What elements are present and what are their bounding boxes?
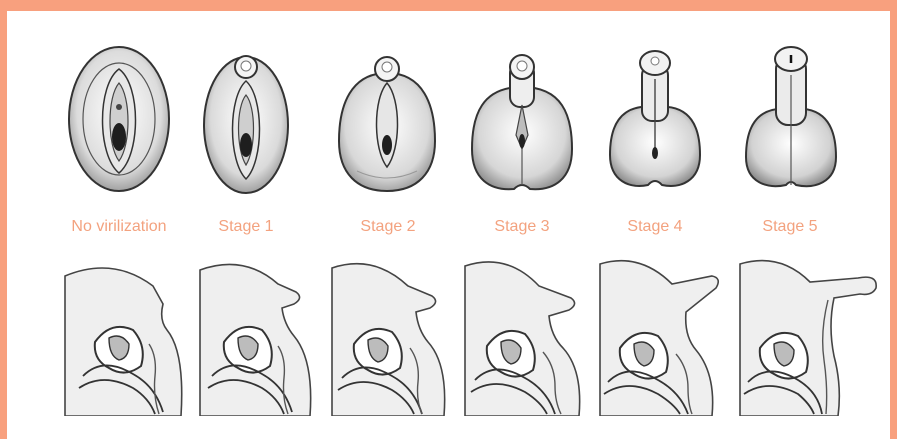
sagittal-view-stage-3	[463, 256, 587, 416]
sagittal-view-stage-1	[198, 256, 318, 416]
stage-label-3: Stage 3	[494, 218, 549, 236]
stage-label-1: Stage 1	[218, 218, 273, 236]
stage-label-4: Stage 4	[627, 218, 682, 236]
sagittal-view-stage-5	[738, 256, 882, 416]
stage-label-none: No virilization	[71, 218, 166, 236]
stage-label-2: Stage 2	[360, 218, 415, 236]
external-view-stage-1	[202, 45, 290, 195]
external-view-stage-4	[608, 45, 702, 195]
external-view-stage-5	[744, 45, 838, 195]
sagittal-view-no-virilization	[63, 256, 188, 416]
stage-label-5: Stage 5	[762, 218, 817, 236]
sagittal-view-stage-4	[598, 256, 724, 416]
external-view-no-virilization	[67, 45, 171, 193]
external-view-stage-3	[470, 45, 574, 195]
external-view-stage-2	[337, 45, 437, 195]
sagittal-view-stage-2	[330, 256, 452, 416]
